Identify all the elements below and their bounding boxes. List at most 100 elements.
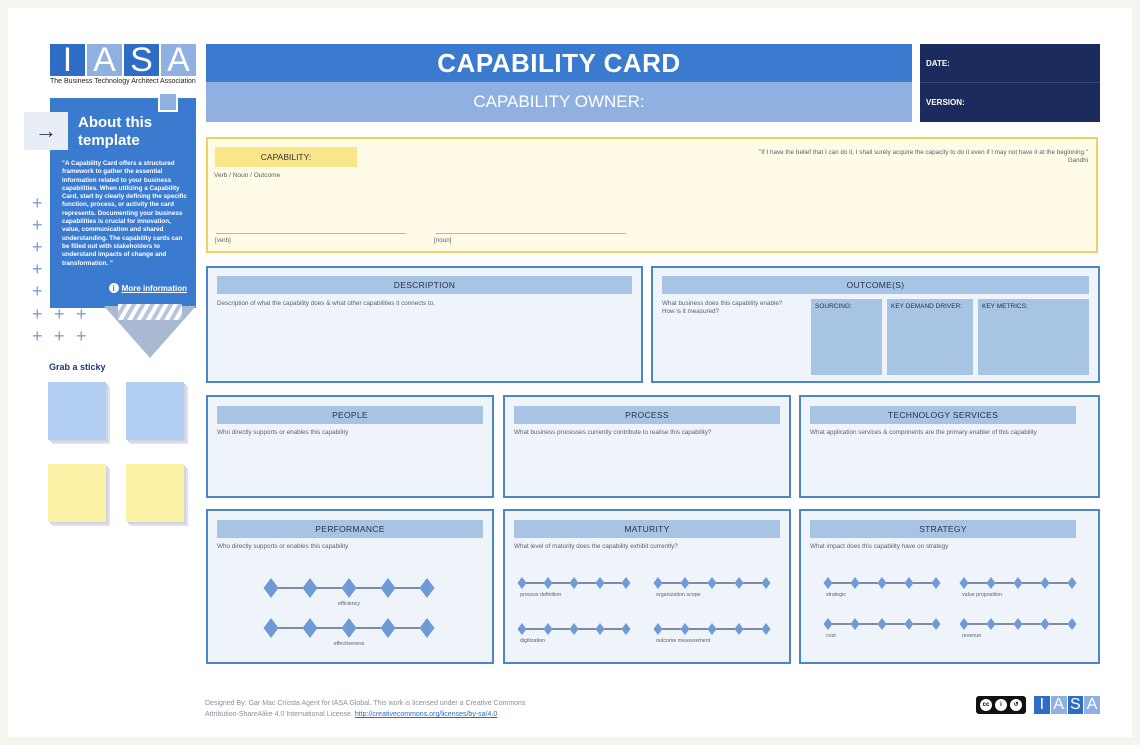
rating-diamond-icon[interactable] [904,618,914,630]
date-version-box: DATE: VERSION: [920,44,1100,122]
rating-diamond-icon[interactable] [595,623,605,635]
rating-diamond-icon[interactable] [380,578,396,598]
rating-diamond-icon[interactable] [823,577,833,589]
rating-diamond-icon[interactable] [653,577,663,589]
rating-diamond-icon[interactable] [707,623,717,635]
rating-diamond-icon[interactable] [569,623,579,635]
version-field[interactable]: VERSION: [926,98,965,107]
arrow-right-icon[interactable]: → [24,112,68,150]
rating-scale[interactable] [822,576,942,590]
rating-diamond-icon[interactable] [877,618,887,630]
sticky-note-blue[interactable] [48,382,106,440]
logo-letter: I [50,43,85,77]
rating-diamond-icon[interactable] [419,578,435,598]
rating-scale[interactable] [652,576,772,590]
outcomes-title: OUTCOME(S) [662,276,1089,294]
rating-diamond-icon[interactable] [543,623,553,635]
rating-diamond-icon[interactable] [734,623,744,635]
sourcing-box[interactable]: SOURCING: [811,299,882,375]
rating-diamond-icon[interactable] [1040,618,1050,630]
rating-diamond-icon[interactable] [1013,618,1023,630]
rating-scale[interactable] [516,576,632,590]
people-text: Who directly supports or enables this ca… [217,429,349,436]
rating-diamond-icon[interactable] [850,618,860,630]
more-information-link[interactable]: i More information [108,283,187,293]
rating-diamond-icon[interactable] [621,577,631,589]
description-panel[interactable]: DESCRIPTION Description of what the capa… [206,266,643,383]
rating-diamond-icon[interactable] [680,577,690,589]
rating-scale[interactable] [516,622,632,636]
rating-diamond-icon[interactable] [380,618,396,638]
performance-title: PERFORMANCE [217,520,483,538]
rating-diamond-icon[interactable] [959,618,969,630]
verb-label: [verb] [215,237,231,244]
performance-panel[interactable]: PERFORMANCE Who directly supports or ena… [206,509,494,664]
rating-diamond-icon[interactable] [569,577,579,589]
rating-diamond-icon[interactable] [1013,577,1023,589]
rating-diamond-icon[interactable] [419,618,435,638]
rating-diamond-icon[interactable] [653,623,663,635]
rating-diamond-icon[interactable] [1067,618,1077,630]
rating-diamond-icon[interactable] [931,618,941,630]
logo-letter: A [1050,696,1067,714]
rating-diamond-icon[interactable] [595,577,605,589]
rating-diamond-icon[interactable] [986,618,996,630]
sticky-note-yellow[interactable] [126,464,184,522]
key-metrics-box[interactable]: KEY METRICS: [978,299,1089,375]
rating-scale[interactable] [261,577,437,599]
rating-diamond-icon[interactable] [761,577,771,589]
strategy-panel[interactable]: STRATEGY What impact does this capabilit… [799,509,1100,664]
rating-diamond-icon[interactable] [761,623,771,635]
rating-diamond-icon[interactable] [823,618,833,630]
rating-diamond-icon[interactable] [959,577,969,589]
scale-label: revenue [962,633,982,639]
rating-diamond-icon[interactable] [517,577,527,589]
date-field[interactable]: DATE: [926,59,950,68]
scale-label: efficiency [338,601,360,607]
rating-diamond-icon[interactable] [986,577,996,589]
technology-services-panel[interactable]: TECHNOLOGY SERVICES What application ser… [799,395,1100,498]
rating-diamond-icon[interactable] [877,577,887,589]
rating-diamond-icon[interactable] [734,577,744,589]
sticky-note-yellow[interactable] [48,464,106,522]
rating-diamond-icon[interactable] [621,623,631,635]
rating-diamond-icon[interactable] [302,618,318,638]
rating-scale[interactable] [958,617,1078,631]
rating-diamond-icon[interactable] [1067,577,1077,589]
logo-letter: A [87,43,122,77]
rating-diamond-icon[interactable] [341,618,357,638]
rating-scale[interactable] [958,576,1078,590]
rating-diamond-icon[interactable] [850,577,860,589]
rating-diamond-icon[interactable] [263,578,279,598]
rating-diamond-icon[interactable] [680,623,690,635]
rating-diamond-icon[interactable] [543,577,553,589]
rating-scale[interactable] [652,622,772,636]
rating-diamond-icon[interactable] [931,577,941,589]
rating-scale[interactable] [261,617,437,639]
corner-square-icon [158,92,178,112]
rating-diamond-icon[interactable] [341,578,357,598]
rating-diamond-icon[interactable] [1040,577,1050,589]
license-link[interactable]: http://creativecommons.org/licenses/by-s… [354,711,498,718]
people-title: PEOPLE [217,406,483,424]
rating-diamond-icon[interactable] [904,577,914,589]
plus-icon: + [32,304,43,324]
process-panel[interactable]: PROCESS What business processes currentl… [503,395,791,498]
process-title: PROCESS [514,406,780,424]
verb-line[interactable] [216,233,406,234]
capability-owner-field[interactable]: CAPABILITY OWNER: [206,82,912,122]
rating-diamond-icon[interactable] [302,578,318,598]
scale-label: organization scope [656,592,701,598]
scale-label: process definition [520,592,562,598]
people-panel[interactable]: PEOPLE Who directly supports or enables … [206,395,494,498]
gandhi-quote: "If I have the belief that I can do it, … [658,149,1088,165]
key-demand-driver-box[interactable]: KEY DEMAND DRIVER: [887,299,973,375]
rating-scale[interactable] [822,617,942,631]
sticky-note-blue[interactable] [126,382,184,440]
noun-line[interactable] [436,233,626,234]
rating-diamond-icon[interactable] [707,577,717,589]
outcomes-panel[interactable]: OUTCOME(S) What business does this capab… [651,266,1100,383]
rating-diamond-icon[interactable] [517,623,527,635]
rating-diamond-icon[interactable] [263,618,279,638]
maturity-panel[interactable]: MATURITY What level of maturity does the… [503,509,791,664]
